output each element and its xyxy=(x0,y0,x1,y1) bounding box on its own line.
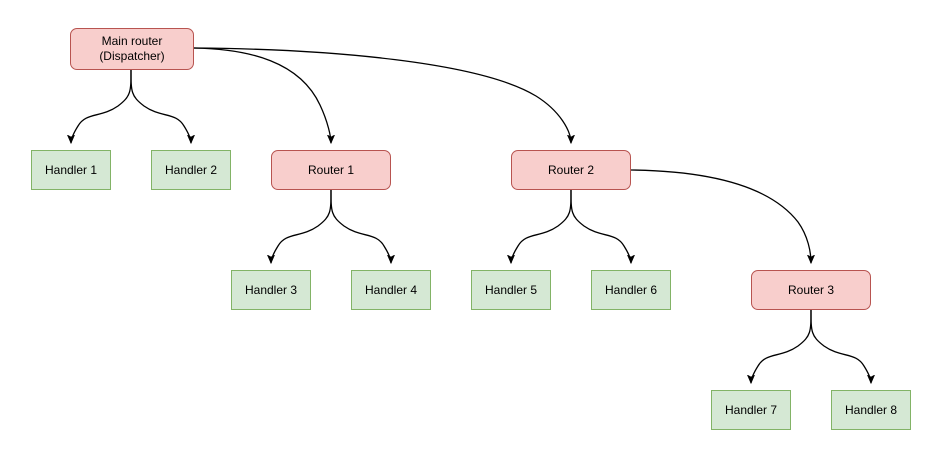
edge-router-2-to-router-3 xyxy=(630,169,811,263)
node-handler-3-label: Handler 3 xyxy=(244,282,298,297)
node-handler-1-label: Handler 1 xyxy=(44,162,98,177)
node-main-router[interactable]: Main router (Dispatcher) xyxy=(70,28,194,70)
node-main-router-label: Main router (Dispatcher) xyxy=(99,34,165,63)
node-handler-6[interactable]: Handler 6 xyxy=(591,270,671,310)
edge-main-to-handler-1 xyxy=(71,69,132,143)
node-handler-1[interactable]: Handler 1 xyxy=(31,150,111,190)
node-handler-5[interactable]: Handler 5 xyxy=(471,270,551,310)
node-handler-4-label: Handler 4 xyxy=(364,282,418,297)
node-handler-6-label: Handler 6 xyxy=(604,282,658,297)
node-handler-5-label: Handler 5 xyxy=(484,282,538,297)
edge-main-to-router-2 xyxy=(193,47,571,143)
node-handler-4[interactable]: Handler 4 xyxy=(351,270,431,310)
edge-router-3-to-handler-8 xyxy=(810,309,871,383)
edge-main-to-handler-2 xyxy=(130,69,191,143)
node-router-3-label: Router 3 xyxy=(787,282,835,297)
node-handler-7[interactable]: Handler 7 xyxy=(711,390,791,430)
node-handler-8[interactable]: Handler 8 xyxy=(831,390,911,430)
edge-router-3-to-handler-7 xyxy=(751,309,812,383)
node-handler-8-label: Handler 8 xyxy=(844,402,898,417)
node-router-1-label: Router 1 xyxy=(307,162,355,177)
node-router-3[interactable]: Router 3 xyxy=(751,270,871,310)
edge-router-1-to-handler-4 xyxy=(330,189,391,263)
node-handler-7-label: Handler 7 xyxy=(724,402,778,417)
edge-router-1-to-handler-3 xyxy=(271,189,332,263)
edge-router-2-to-handler-5 xyxy=(511,189,572,263)
edge-router-2-to-handler-6 xyxy=(570,189,631,263)
edge-main-to-router-1 xyxy=(193,47,331,143)
node-router-2[interactable]: Router 2 xyxy=(511,150,631,190)
node-handler-3[interactable]: Handler 3 xyxy=(231,270,311,310)
node-handler-2-label: Handler 2 xyxy=(164,162,218,177)
node-router-1[interactable]: Router 1 xyxy=(271,150,391,190)
node-router-2-label: Router 2 xyxy=(547,162,595,177)
node-handler-2[interactable]: Handler 2 xyxy=(151,150,231,190)
